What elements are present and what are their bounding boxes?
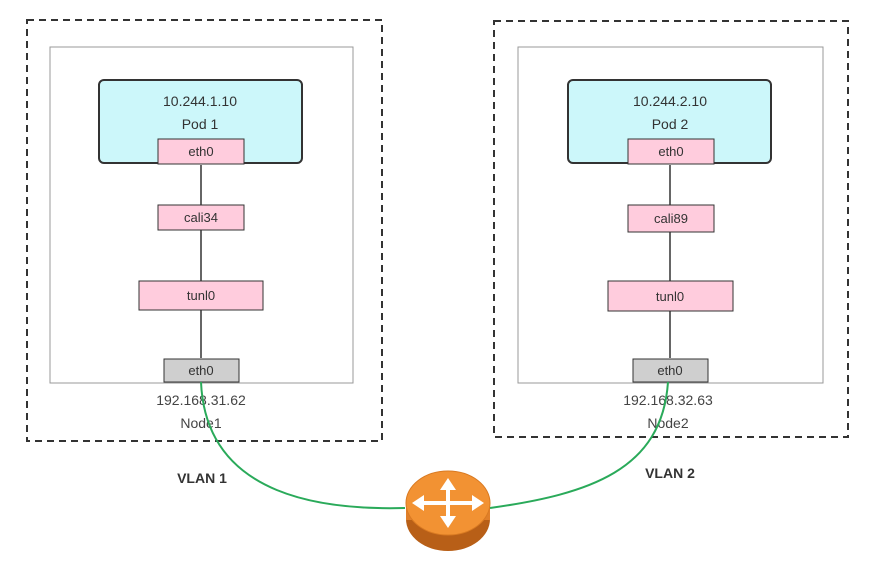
node2-tunnel-label: tunl0 [656, 289, 684, 304]
node1-dashed-border [26, 19, 383, 442]
node2-tunnel-box [607, 280, 734, 312]
node2-veth-box [627, 204, 715, 233]
node2-veth-label: cali89 [654, 211, 688, 226]
node1-group: 10.244.1.10 Pod 1 eth0 cali34 tunl0 eth0… [26, 19, 383, 442]
node1-pod-name: Pod 1 [182, 116, 219, 132]
cable-node1-router [200, 381, 406, 510]
node1-pod-eth0-label: eth0 [188, 144, 213, 159]
node2-pod-name: Pod 2 [652, 116, 689, 132]
node1-tunnel-label: tunl0 [187, 288, 215, 303]
node2-group: 10.244.2.10 Pod 2 eth0 cali89 tunl0 eth0… [493, 20, 849, 438]
node2-host-name: Node2 [647, 415, 688, 431]
node2-nic-label: eth0 [657, 363, 682, 378]
vlan1-label: VLAN 1 [177, 470, 227, 486]
node1-veth-box [157, 204, 245, 231]
cable-router-node2 [489, 381, 669, 509]
node2-pod-eth0-label: eth0 [658, 144, 683, 159]
node1-pod-eth0-box [157, 138, 245, 165]
vlan2-label: VLAN 2 [645, 465, 695, 481]
router-icon [405, 470, 491, 551]
node1-host-name: Node1 [180, 415, 221, 431]
node2-dashed-border [493, 20, 849, 438]
node2-nic-box [632, 358, 709, 383]
node2-host-ip: 192.168.32.63 [623, 392, 713, 408]
node1-veth-label: cali34 [184, 210, 218, 225]
node2-pod-eth0-box [627, 138, 715, 165]
node2-pod-ip: 10.244.2.10 [633, 93, 707, 109]
node1-host-ip: 192.168.31.62 [156, 392, 246, 408]
node1-pod-ip: 10.244.1.10 [163, 93, 237, 109]
node1-nic-label: eth0 [188, 363, 213, 378]
node1-tunnel-box [138, 280, 264, 311]
